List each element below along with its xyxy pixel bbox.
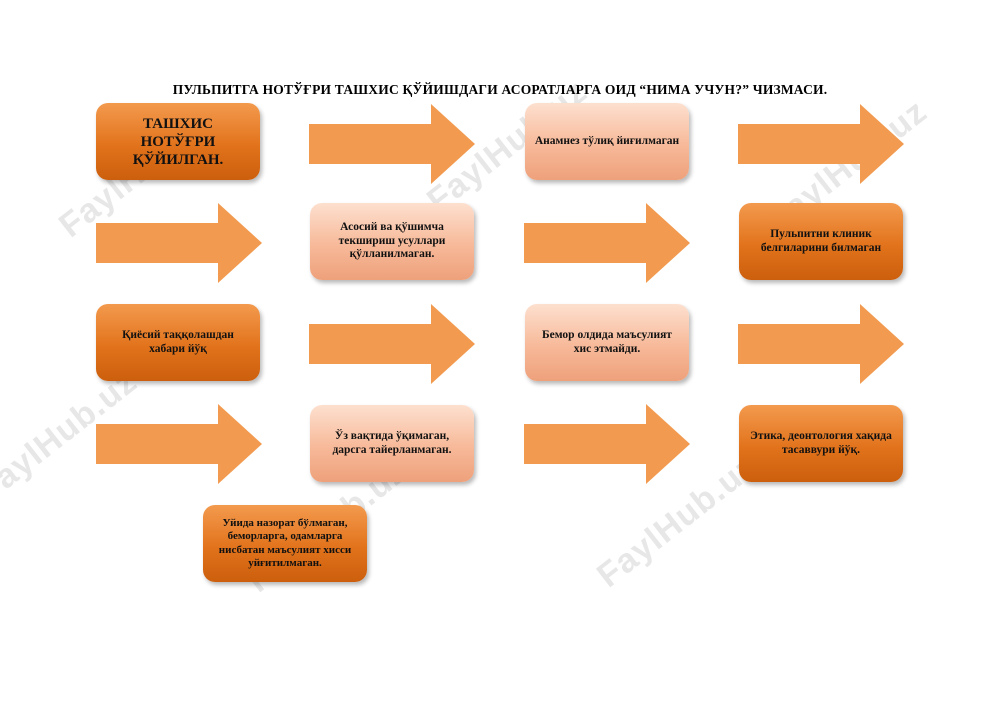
arrow-right-shape: [96, 404, 262, 484]
arrow-right-shape: [309, 104, 475, 184]
arrow-right-icon: [309, 104, 475, 184]
diagram-title: ПУЛЬПИТГА НОТЎҒРИ ТАШХИС ҚЎЙИШДАГИ АСОРА…: [172, 82, 828, 97]
box-ethics: Этика, деонтология хақида тасаввури йўқ.: [739, 405, 903, 482]
arrow-right-shape: [309, 304, 475, 384]
arrow-right-icon: [738, 104, 904, 184]
box-methods: Асосий ва қўшимча текшириш усуллари қўлл…: [310, 203, 474, 280]
box-study: Ўз вақтида ўқимаган, дарсга тайерланмага…: [310, 405, 474, 482]
arrow-right-icon: [738, 304, 904, 384]
arrow-right-icon: [96, 203, 262, 283]
arrow-right-shape: [524, 203, 690, 283]
arrow-right-icon: [96, 404, 262, 484]
arrow-right-icon: [524, 203, 690, 283]
arrow-right-shape: [738, 304, 904, 384]
arrow-right-icon: [309, 304, 475, 384]
box-diagnosis: ТАШХИС НОТЎҒРИ ҚЎЙИЛГАН.: [96, 103, 260, 180]
arrow-right-icon: [524, 404, 690, 484]
box-anamnesis: Анамнез тўлиқ йиғилмаган: [525, 103, 689, 180]
box-upbringing: Уйида назорат бўлмаган, беморларга, одам…: [203, 505, 367, 582]
box-comparison: Қиёсий таққолашдан хабари йўқ: [96, 304, 260, 381]
arrow-right-shape: [524, 404, 690, 484]
box-responsibility: Бемор олдида маъсулият хис этмайди.: [525, 304, 689, 381]
box-clinical-signs: Пульпитни клиник белгиларини билмаган: [739, 203, 903, 280]
arrow-right-shape: [96, 203, 262, 283]
arrow-right-shape: [738, 104, 904, 184]
